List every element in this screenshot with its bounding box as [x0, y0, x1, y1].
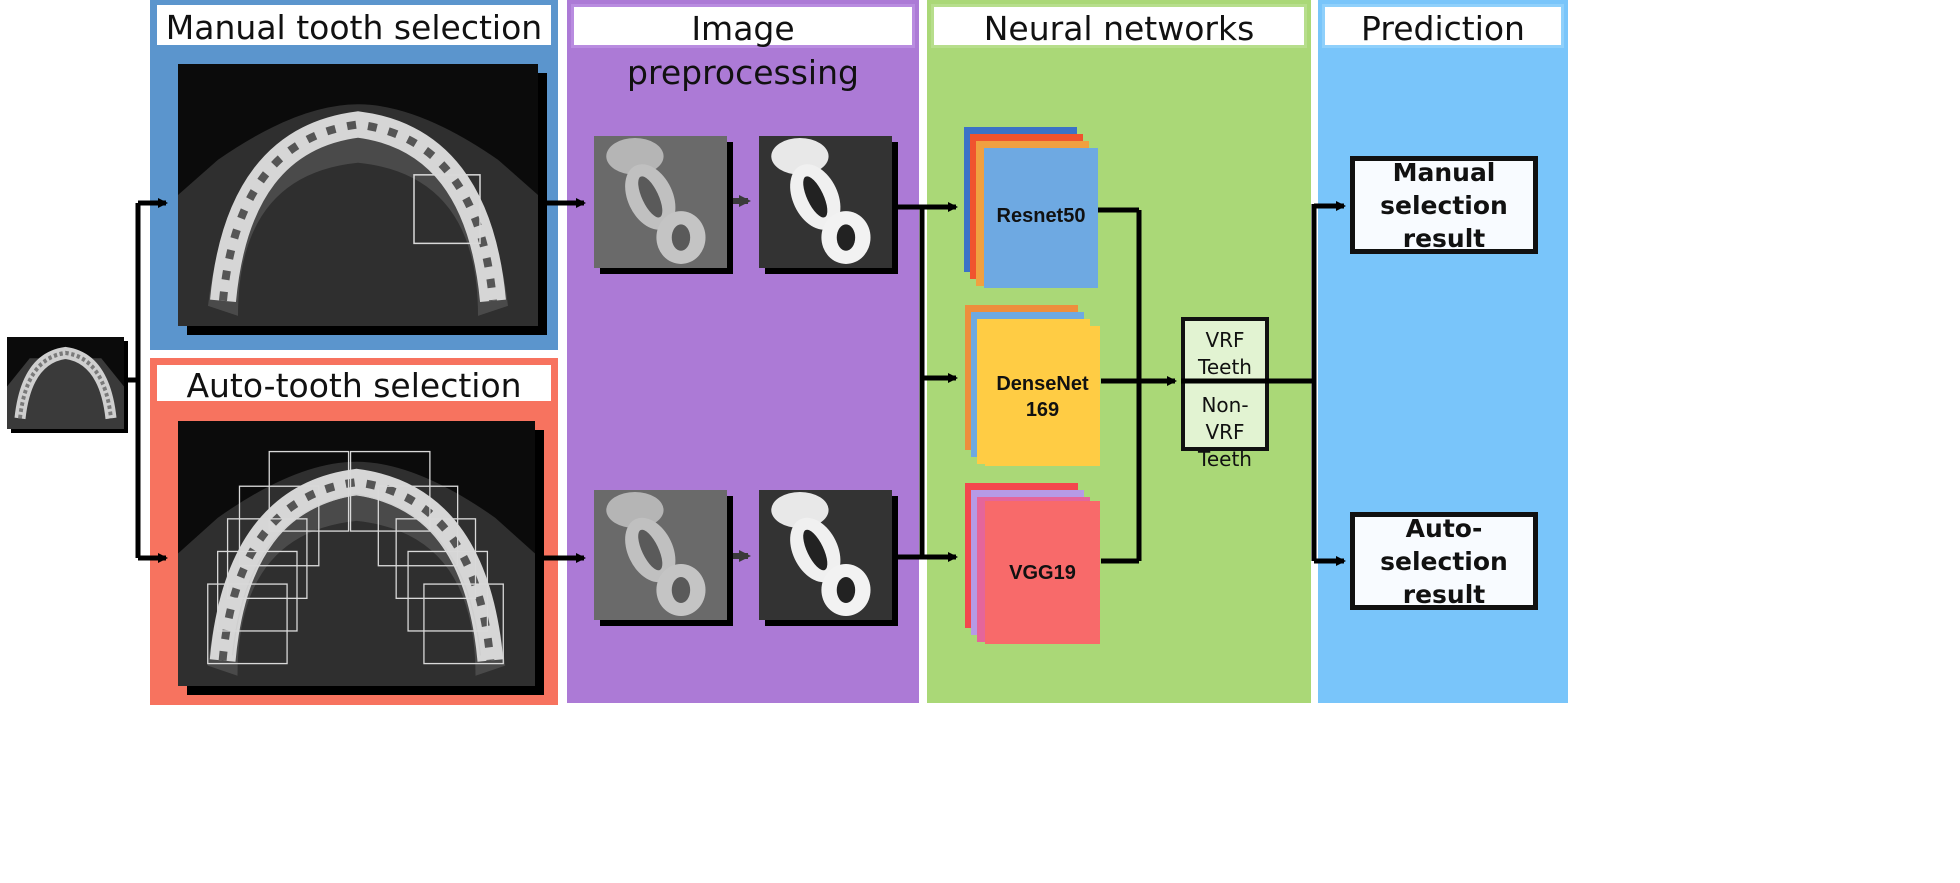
prediction-title: Prediction	[1322, 4, 1564, 48]
resnet50-model-stack: Resnet50	[962, 127, 1102, 289]
stack-front	[984, 148, 1098, 288]
input-ct-thumbnail	[7, 337, 124, 429]
stack-front	[985, 326, 1100, 466]
stack-front	[985, 501, 1100, 644]
auto-selection-result: Auto-selection result	[1350, 512, 1538, 610]
auto-raw-tooth-crop	[594, 490, 727, 620]
densenet169-model-stack: DenseNet 169	[963, 305, 1103, 467]
manual-jaw-ct-scan	[178, 64, 538, 326]
manual-raw-tooth-crop	[594, 136, 727, 268]
manual-selection-title: Manual tooth selection	[154, 2, 554, 48]
resnet50-label: Resnet50	[996, 205, 1086, 227]
vgg19-model-stack: VGG19	[963, 483, 1103, 645]
auto-enhanced-tooth-crop	[759, 490, 892, 620]
vgg19-label: VGG19	[1009, 562, 1076, 584]
neural-networks-title: Neural networks	[931, 4, 1307, 48]
preprocessing-title: Image preprocessing	[571, 4, 915, 92]
vrf-teeth-label: VRF Teeth	[1198, 328, 1252, 379]
auto-selection-title: Auto-tooth selection	[154, 362, 554, 405]
auto-jaw-ct-scan	[178, 421, 535, 686]
non-vrf-teeth-label: Non-VRF Teeth	[1198, 393, 1252, 471]
densenet169-label: DenseNet 169	[996, 373, 1089, 421]
manual-enhanced-tooth-crop	[759, 136, 892, 268]
manual-selection-result: Manual selection result	[1350, 156, 1538, 254]
classifier-output-box: VRF Teeth Non-VRF Teeth	[1181, 317, 1269, 471]
